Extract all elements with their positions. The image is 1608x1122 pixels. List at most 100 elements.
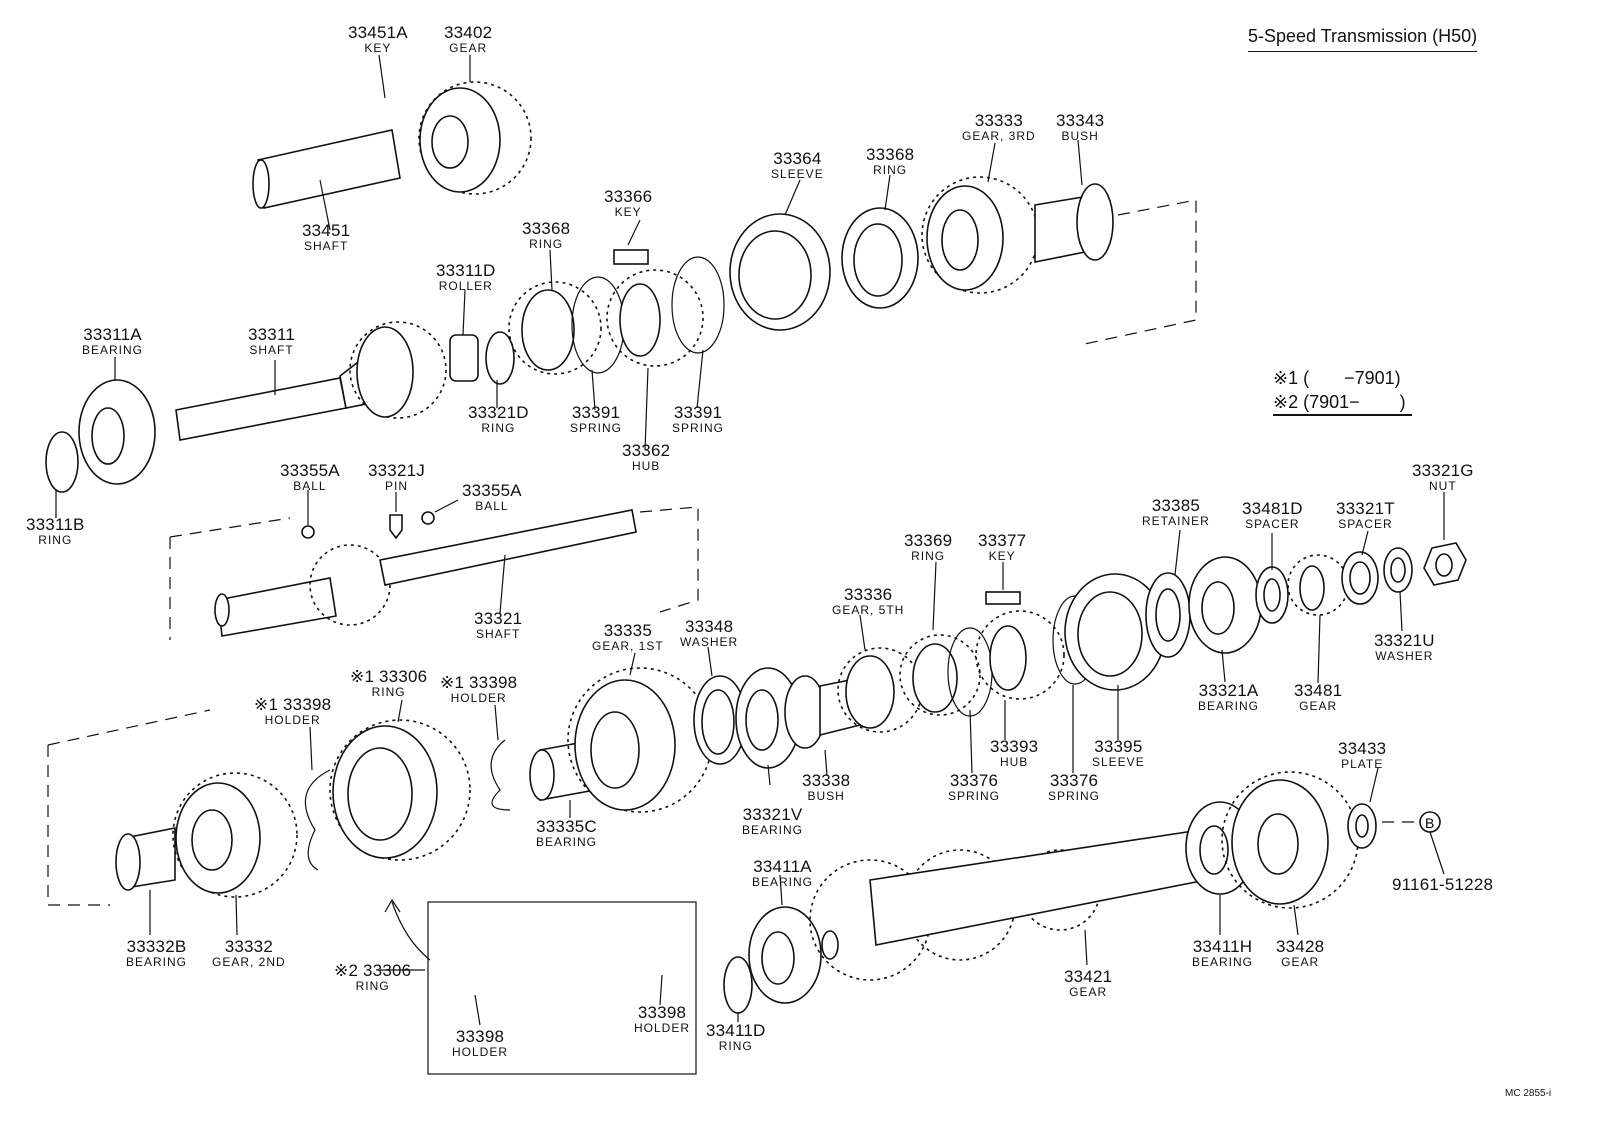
- figure-code: MC 2855-i: [1505, 1088, 1552, 1099]
- part-name: SPRING: [948, 789, 1001, 803]
- part-33362-hub: [606, 269, 704, 367]
- part-33333-gear-3rd: [921, 176, 1039, 294]
- part-number: 33333: [974, 111, 1023, 130]
- part-label: 91161-51228: [1392, 876, 1493, 894]
- part-33311-shaft: [175, 321, 447, 441]
- part-number: 33321: [474, 609, 523, 628]
- part-number: 33391: [571, 403, 621, 422]
- part-number: 33321D: [468, 403, 529, 422]
- part-name: HUB: [631, 459, 661, 473]
- part-number: 33321U: [1374, 631, 1435, 650]
- part-33332b-bearing: [115, 827, 176, 891]
- part-number: 33336: [844, 585, 893, 604]
- part-number: 33393: [990, 737, 1039, 756]
- part-33364-sleeve: [729, 213, 831, 331]
- part-number: 33385: [1151, 496, 1201, 515]
- part-33398-holder-2: [490, 739, 511, 811]
- part-number: ※1 33398: [440, 673, 518, 692]
- part-number: 33364: [773, 149, 822, 168]
- part-name: SHAFT: [475, 627, 521, 641]
- part-number: 33368: [522, 219, 571, 238]
- part-number: 33321G: [1412, 461, 1474, 480]
- part-number: 33311A: [83, 325, 142, 344]
- part-name: SPRING: [570, 421, 623, 435]
- part-33391-spring-2: [671, 256, 725, 354]
- part-33385-retainer: [1145, 572, 1191, 658]
- part-name: SLEEVE: [1092, 755, 1145, 769]
- part-name: GEAR: [1069, 985, 1108, 999]
- part-number: 33402: [444, 23, 493, 42]
- part-name: BEARING: [126, 955, 188, 969]
- part-name: BUSH: [807, 789, 845, 803]
- part-number: 33369: [904, 531, 953, 550]
- part-number: 33311: [248, 325, 296, 344]
- part-name: SHAFT: [303, 239, 349, 253]
- part-number: 33368: [866, 145, 915, 164]
- part-number: ※2 33306: [334, 961, 412, 980]
- part-number: 33321A: [1198, 681, 1259, 700]
- part-name: RING: [481, 421, 516, 435]
- part-number: 33355A: [280, 461, 340, 480]
- part-number: 33395: [1094, 737, 1143, 756]
- part-33321g-nut: [1423, 542, 1467, 586]
- part-33481-gear: [1287, 554, 1349, 616]
- part-number: 33311B: [26, 515, 85, 534]
- part-name: GEAR: [1281, 955, 1320, 969]
- part-33321j-pin: [389, 514, 403, 540]
- part-number: 33451: [302, 221, 351, 240]
- part-name: SHAFT: [249, 343, 294, 357]
- part-33411d-ring: [723, 956, 753, 1014]
- part-33428-gear: [1221, 771, 1359, 909]
- part-name: RING: [355, 979, 390, 993]
- leader-lines: [55, 54, 1445, 1026]
- part-name: HOLDER: [450, 691, 507, 705]
- part-name: SPRING: [672, 421, 725, 435]
- part-name: KEY: [614, 205, 642, 219]
- part-number: 33428: [1276, 937, 1325, 956]
- part-33377-key: [985, 591, 1021, 605]
- part-name: BEARING: [742, 823, 804, 837]
- variant-notes: ※1 ( −7901) ※2 (7901− ): [1273, 366, 1412, 416]
- part-number: 33411A: [753, 857, 812, 876]
- part-name: BEARING: [752, 875, 814, 889]
- arrow-to-detail: [391, 901, 431, 961]
- part-number: 33335: [603, 621, 652, 640]
- part-name: PLATE: [1341, 757, 1384, 771]
- part-number: 33321T: [1336, 499, 1395, 518]
- part-name: BALL: [475, 499, 509, 513]
- part-name: BUSH: [1061, 129, 1099, 143]
- part-number: 33332B: [126, 937, 187, 956]
- part-33306-ring: [329, 719, 471, 861]
- part-33398-holder: [304, 769, 331, 871]
- part-number: 33338: [802, 771, 851, 790]
- part-number: 33411D: [706, 1021, 766, 1040]
- part-number: 33376: [1049, 771, 1099, 790]
- part-name: SPACER: [1338, 517, 1393, 531]
